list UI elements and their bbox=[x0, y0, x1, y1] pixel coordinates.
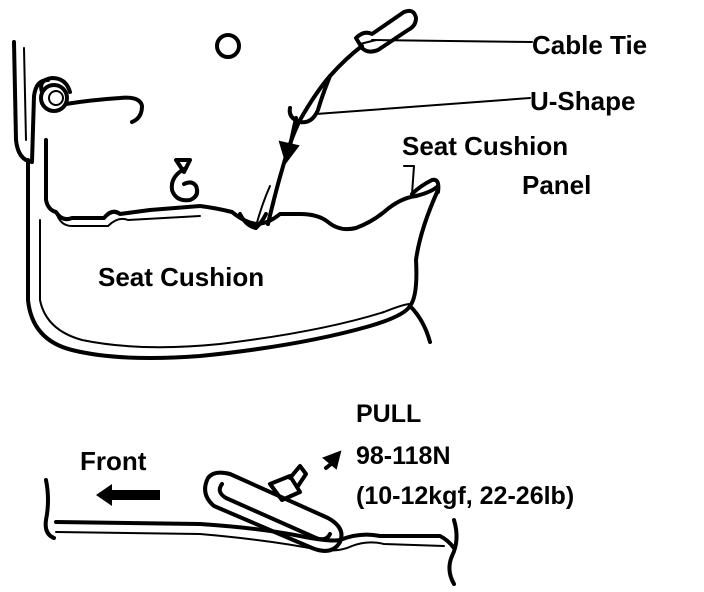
cable-tie-head-icon bbox=[268, 464, 308, 502]
hole-circle bbox=[215, 33, 241, 59]
cushion-notch bbox=[238, 212, 268, 230]
leader-line-u-shape bbox=[315, 97, 531, 115]
seat-cushion-outline-inner bbox=[55, 211, 201, 227]
seat-frame-bar-inner bbox=[23, 47, 27, 141]
label-front: Front bbox=[80, 446, 147, 476]
cable-wire-lower bbox=[255, 185, 271, 227]
label-u-shape: U-Shape bbox=[530, 86, 636, 116]
label-seat-cushion: Seat Cushion bbox=[98, 262, 265, 292]
label-seat-cushion-panel-line2: Panel bbox=[522, 170, 592, 200]
leader-line-panel bbox=[403, 165, 415, 195]
leader-line-cable-tie bbox=[371, 39, 533, 43]
frame-hook-coil bbox=[39, 76, 72, 113]
cable-tie-loop-icon bbox=[203, 470, 344, 553]
label-force-newton: 98-118N bbox=[356, 442, 451, 470]
frame-wire bbox=[64, 95, 144, 124]
seat-cushion-panel-edge bbox=[410, 177, 441, 196]
seat-cushion-bottom bbox=[26, 158, 440, 360]
cable-wire bbox=[266, 44, 364, 226]
label-seat-cushion-panel-line1: Seat Cushion bbox=[402, 131, 569, 161]
label-force-other-units: (10-12kgf, 22-26lb) bbox=[356, 482, 575, 510]
label-cable-tie: Cable Tie bbox=[532, 30, 648, 60]
label-pull: PULL bbox=[356, 400, 422, 428]
seat-cushion-rear-edge bbox=[408, 304, 432, 344]
pull-arrow-icon bbox=[322, 450, 342, 470]
rotation-arrow-icon bbox=[169, 158, 200, 203]
seat-cushion-outline bbox=[44, 138, 440, 232]
u-shape-hook bbox=[287, 74, 332, 125]
lower-panel-left-edge bbox=[43, 478, 56, 540]
insert-down-arrow-icon bbox=[278, 116, 300, 165]
cable-tie-icon bbox=[354, 8, 418, 54]
lower-panel-right-edge bbox=[447, 518, 459, 586]
front-arrow-icon bbox=[96, 484, 160, 506]
seat-cushion-bottom-inner bbox=[39, 219, 411, 349]
